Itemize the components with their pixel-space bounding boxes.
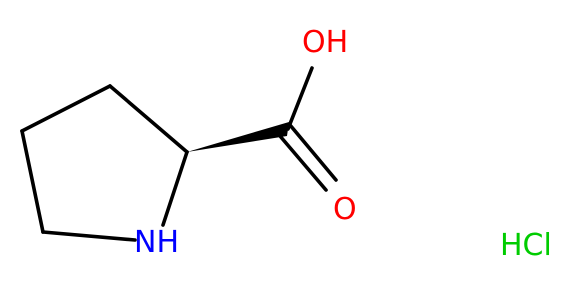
bond-c3-c2 <box>108 84 189 154</box>
bond-c5-c4 <box>20 129 45 234</box>
bond-c-o-double-a <box>288 123 338 182</box>
carbonyl-oxygen-label: O <box>333 192 357 227</box>
wedge-bond <box>187 122 289 152</box>
hydrochloride-label: HCl <box>500 228 552 263</box>
ring-nitrogen-label: NH <box>134 225 179 260</box>
hydroxyl-label: OH <box>302 25 348 60</box>
bond-c-o-double-b <box>278 134 328 192</box>
bond-c-oh <box>286 66 314 131</box>
bond-n-c5 <box>41 230 137 242</box>
bond-c4-c3 <box>20 84 112 133</box>
bond-c2-n <box>161 150 189 227</box>
